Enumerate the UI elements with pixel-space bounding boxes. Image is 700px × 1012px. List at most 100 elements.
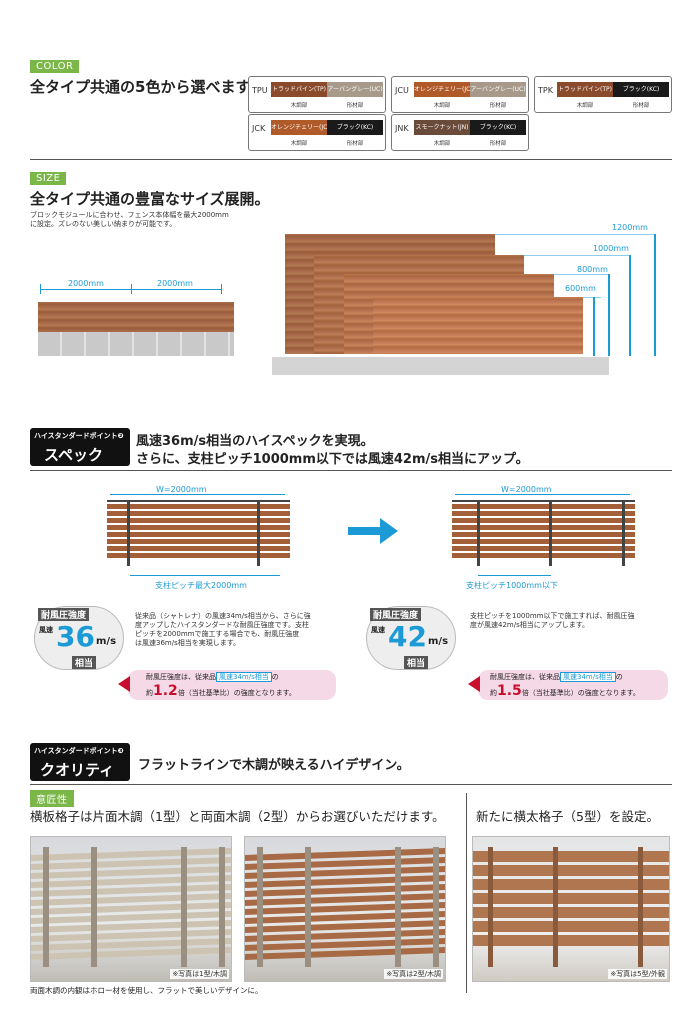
swatch-right: アーバングレー(UC) [470, 82, 526, 97]
seal-left-top: 耐風圧強度 [38, 608, 90, 621]
quality-sub-right: 新たに横太格子（5型）を設定。 [476, 809, 659, 824]
quality-tag: 意匠性 [30, 790, 74, 807]
height-label-600: 600mm [565, 284, 596, 293]
swatch-right-sub: 形材部 [489, 141, 507, 147]
column-divider [466, 793, 467, 993]
width-label-2: 2000mm [157, 279, 193, 288]
block-wall [38, 332, 234, 356]
swatch-code: TPU [252, 86, 268, 95]
spec-line2: さらに、支柱ピッチ1000mm以下では風速42m/s相当にアップ。 [136, 452, 529, 467]
swatch-code: TPK [538, 86, 553, 95]
divider [30, 784, 672, 785]
photo-type5: ※写真は5型/外観 [472, 836, 670, 982]
photo-caption-2: ※写真は2型/木調 [384, 969, 443, 979]
spec-right-fence [452, 500, 635, 566]
note-left-box: 風速34m/s相当 [216, 672, 272, 682]
spec-badge-main: スペック [44, 446, 103, 464]
color-swatch: JCK オレンジチェリー(JC)ブラック(KC) 木調部 形材部 [248, 114, 386, 151]
spec-right-text: 支柱ピッチを1000mm以下で施工すれば、耐風圧強度が風速42m/s相当にアップ… [470, 612, 634, 630]
swatch-right: ブラック(KC) [327, 120, 383, 135]
seal-left-wind: 風速 [39, 626, 53, 634]
ground [272, 357, 609, 375]
swatch-left-sub: 木調部 [290, 103, 308, 109]
spec-left-note: 耐風圧強度は、従来品風速34m/s相当の 約1.2倍（当社基準比）の強度となりま… [118, 670, 336, 700]
arrow-head-icon [380, 518, 398, 544]
quality-badge-main: クオリティ [40, 761, 115, 779]
spec-line1: 風速36m/s相当のハイスペックを実現。 [136, 434, 374, 449]
seal-right-num: 42 [388, 620, 427, 653]
photo-type2: ※写真は2型/木調 [244, 836, 446, 982]
swatch-right-sub: 形材部 [489, 103, 507, 109]
seal-right-wind: 風速 [371, 626, 385, 634]
swatch-left: オレンジチェリー(JC) [271, 120, 327, 135]
spec-left-text-line: ピッチを2000mmで施工する場合でも、耐風圧強度 [135, 630, 300, 638]
photo-caption-1: ※写真は1型/木調 [170, 969, 229, 979]
note-right-num: 1.5 [497, 683, 522, 699]
swatch-code: JCK [252, 124, 266, 133]
note-right-b: の [615, 673, 623, 681]
spec-badge: ハイスタンダードポイント❷ スペック [30, 428, 130, 466]
divider [30, 470, 672, 471]
swatch-left: トラッドパイン(TP) [271, 82, 327, 97]
height-label-1200: 1200mm [612, 223, 648, 232]
quality-sub-left: 横板格子は片面木調（1型）と両面木調（2型）からお選びいただけます。 [30, 809, 445, 824]
note-right-d: 倍（当社基準比）の強度となります。 [521, 689, 640, 697]
swatch-left-sub: 木調部 [433, 103, 451, 109]
seal-left-unit: m/s [96, 636, 117, 647]
arrow-right-icon [348, 527, 382, 535]
quality-footnote: 両面木調の内観はホロー材を使用し、フラットで美しいデザインに。 [30, 986, 263, 995]
size-desc-line1: ブロックモジュールに合わせ、フェンス本体幅を最大2000mm [30, 211, 229, 219]
width-label-1: 2000mm [68, 279, 104, 288]
seal-right-top: 耐風圧強度 [370, 608, 422, 621]
spec-badge-top: ハイスタンダードポイント❷ [34, 432, 124, 440]
swatch-code: JNK [395, 124, 409, 133]
spec-right-width: W=2000mm [501, 485, 552, 494]
size-heading: 全タイプ共通の豊富なサイズ展開。 [30, 190, 270, 208]
spec-left-text-line: は風速36m/s相当を実現します。 [135, 639, 241, 647]
seal-left-num: 36 [56, 620, 95, 653]
swatch-left-sub: 木調部 [290, 141, 308, 147]
quality-badge-top: ハイスタンダードポイント❸ [34, 747, 124, 755]
note-left-d: 倍（当社基準比）の強度となります。 [177, 689, 296, 697]
swatch-right: ブラック(KC) [613, 82, 669, 97]
spec-right-text-line: 度が風速42m/s相当にアップします。 [470, 621, 590, 629]
spec-left-text: 従来品（シャトレナ）の風速34m/s相当から、さらに強度アップしたハイスタンダー… [135, 612, 311, 648]
swatch-left: トラッドパイン(TP) [557, 82, 613, 97]
note-right-a: 耐風圧強度は、従来品 [490, 673, 560, 681]
spec-left-text-line: 従来品（シャトレナ）の風速34m/s相当から、さらに強 [135, 612, 311, 620]
swatch-right: アーバングレー(UC) [327, 82, 383, 97]
note-left-num: 1.2 [153, 683, 178, 699]
spec-right-text-line: 支柱ピッチを1000mm以下で施工すれば、耐風圧強 [470, 612, 635, 620]
color-heading: 全タイプ共通の5色から選べます。 [30, 78, 264, 96]
spec-right-pitch: 支柱ピッチ1000mm以下 [466, 581, 558, 590]
note-left-b: の [271, 673, 279, 681]
size-desc-line2: に設定。ズレのない美しい納まりが可能です。 [30, 220, 177, 228]
swatch-right-sub: 形材部 [346, 103, 364, 109]
swatch-code: JCU [395, 86, 409, 95]
spec-left-text-line: 度アップしたハイスタンダードな耐風圧強度です。支柱 [135, 621, 309, 629]
quality-badge: ハイスタンダードポイント❸ クオリティ [30, 743, 130, 781]
spec-right-note: 耐風圧強度は、従来品風速34m/s相当の 約1.5倍（当社基準比）の強度となりま… [468, 670, 668, 700]
note-left-c: 約 [146, 689, 153, 697]
color-swatch: JNK スモークナット(JN)ブラック(KC) 木調部 形材部 [391, 114, 529, 151]
photo-caption-3: ※写真は5型/外観 [608, 969, 667, 979]
swatch-left: オレンジチェリー(JC) [414, 82, 470, 97]
swatch-left: スモークナット(JN) [414, 120, 470, 135]
spec-left-fence [107, 500, 290, 566]
swatch-right-sub: 形材部 [632, 103, 650, 109]
fence-small [38, 302, 234, 332]
color-tag: COLOR [30, 60, 80, 73]
seal-left-bottom: 相当 [72, 656, 97, 669]
seal-right-bottom: 相当 [404, 656, 429, 669]
swatch-right: ブラック(KC) [470, 120, 526, 135]
size-tag: SIZE [30, 172, 67, 185]
note-left-a: 耐風圧強度は、従来品 [146, 673, 216, 681]
swatch-left-sub: 木調部 [433, 141, 451, 147]
note-right-box: 風速34m/s相当 [560, 672, 616, 682]
swatch-right-sub: 形材部 [346, 141, 364, 147]
color-swatch: JCU オレンジチェリー(JC)アーバングレー(UC) 木調部 形材部 [391, 76, 529, 113]
note-right-c: 約 [490, 689, 497, 697]
spec-left-pitch: 支柱ピッチ最大2000mm [155, 581, 247, 590]
